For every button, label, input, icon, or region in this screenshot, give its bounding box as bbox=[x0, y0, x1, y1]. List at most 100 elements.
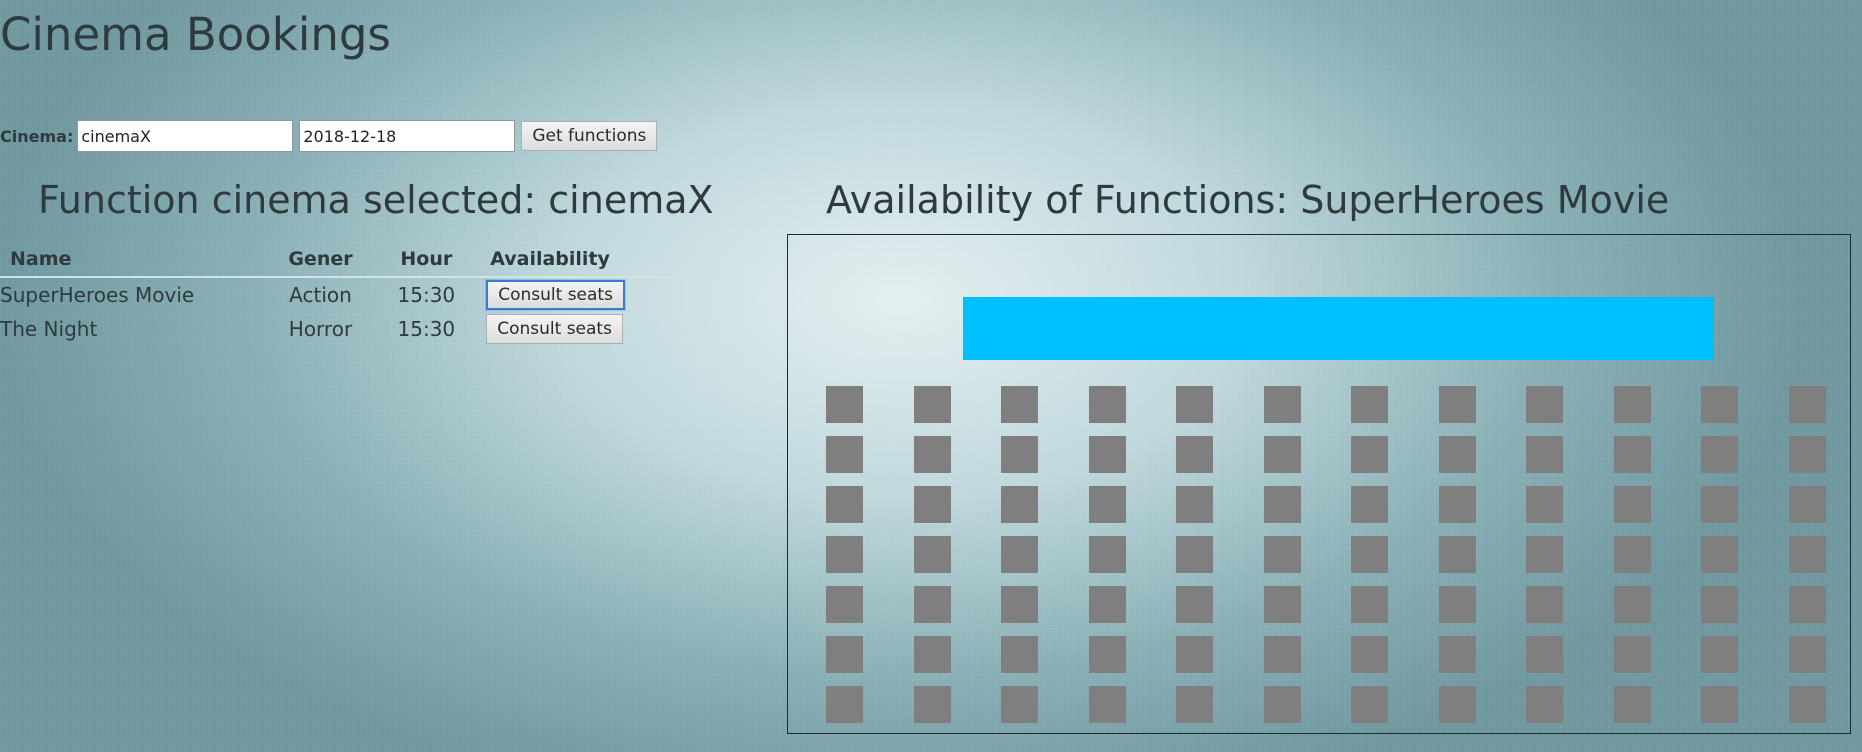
cinema-search-form: Cinema: Get functions bbox=[0, 120, 658, 152]
seat[interactable] bbox=[1001, 436, 1038, 473]
seat[interactable] bbox=[1001, 686, 1038, 723]
seat[interactable] bbox=[826, 536, 863, 573]
seat[interactable] bbox=[1613, 386, 1651, 423]
seat[interactable] bbox=[1438, 686, 1476, 723]
functions-table: Name Gener Hour Availability SuperHeroes… bbox=[0, 242, 714, 346]
seat[interactable] bbox=[1701, 586, 1738, 623]
seat[interactable] bbox=[913, 436, 951, 473]
seat[interactable] bbox=[1788, 386, 1826, 423]
seat[interactable] bbox=[826, 636, 863, 673]
seat[interactable] bbox=[913, 686, 951, 723]
seat[interactable] bbox=[1176, 536, 1213, 573]
seat[interactable] bbox=[826, 386, 863, 423]
date-input[interactable] bbox=[299, 120, 516, 152]
seat[interactable] bbox=[1351, 386, 1388, 423]
seat[interactable] bbox=[1263, 586, 1301, 623]
seat[interactable] bbox=[826, 436, 863, 473]
function-gener: Horror bbox=[288, 317, 353, 341]
seat[interactable] bbox=[1263, 486, 1301, 523]
seat[interactable] bbox=[913, 486, 951, 523]
consult-seats-button[interactable]: Consult seats bbox=[486, 314, 623, 344]
seat[interactable] bbox=[1788, 686, 1826, 723]
seat[interactable] bbox=[1088, 436, 1126, 473]
seat[interactable] bbox=[1088, 636, 1126, 673]
seat[interactable] bbox=[913, 536, 951, 573]
cinema-input[interactable] bbox=[77, 120, 294, 152]
seat[interactable] bbox=[1176, 436, 1213, 473]
seat[interactable] bbox=[1526, 686, 1563, 723]
seat[interactable] bbox=[913, 386, 951, 423]
seat[interactable] bbox=[1701, 636, 1738, 673]
seat-map bbox=[787, 234, 1851, 734]
seat[interactable] bbox=[1176, 486, 1213, 523]
seat[interactable] bbox=[1263, 536, 1301, 573]
seat[interactable] bbox=[1701, 486, 1738, 523]
seat[interactable] bbox=[1176, 686, 1213, 723]
seat[interactable] bbox=[1088, 536, 1126, 573]
seat-grid bbox=[826, 386, 1826, 723]
seat[interactable] bbox=[826, 686, 863, 723]
seat[interactable] bbox=[1438, 436, 1476, 473]
seat[interactable] bbox=[1701, 386, 1738, 423]
seat[interactable] bbox=[1351, 636, 1388, 673]
seat[interactable] bbox=[1263, 636, 1301, 673]
seat[interactable] bbox=[1263, 386, 1301, 423]
seat[interactable] bbox=[1351, 436, 1388, 473]
seat[interactable] bbox=[1001, 486, 1038, 523]
seat[interactable] bbox=[1788, 436, 1826, 473]
seat[interactable] bbox=[1176, 586, 1213, 623]
seat[interactable] bbox=[1088, 686, 1126, 723]
seat[interactable] bbox=[913, 586, 951, 623]
seat[interactable] bbox=[1526, 486, 1563, 523]
seat[interactable] bbox=[1613, 436, 1651, 473]
seat[interactable] bbox=[1613, 536, 1651, 573]
seat[interactable] bbox=[1613, 686, 1651, 723]
consult-seats-button[interactable]: Consult seats bbox=[486, 280, 625, 310]
seat[interactable] bbox=[1701, 686, 1738, 723]
seat[interactable] bbox=[1088, 486, 1126, 523]
seat[interactable] bbox=[1438, 386, 1476, 423]
seat[interactable] bbox=[1613, 486, 1651, 523]
seat[interactable] bbox=[913, 636, 951, 673]
seat[interactable] bbox=[1788, 636, 1826, 673]
seat[interactable] bbox=[1788, 586, 1826, 623]
seat[interactable] bbox=[1788, 536, 1826, 573]
table-header-row: Name Gener Hour Availability bbox=[0, 242, 714, 278]
function-name: The Night bbox=[0, 317, 98, 341]
seat[interactable] bbox=[1788, 486, 1826, 523]
seat[interactable] bbox=[1438, 636, 1476, 673]
seat[interactable] bbox=[1001, 586, 1038, 623]
seat[interactable] bbox=[1263, 436, 1301, 473]
seat[interactable] bbox=[1613, 636, 1651, 673]
seat[interactable] bbox=[1351, 536, 1388, 573]
seat[interactable] bbox=[1438, 586, 1476, 623]
seat[interactable] bbox=[1001, 536, 1038, 573]
seat[interactable] bbox=[1526, 536, 1563, 573]
seat[interactable] bbox=[1176, 636, 1213, 673]
get-functions-button[interactable]: Get functions bbox=[521, 121, 658, 151]
seat[interactable] bbox=[1526, 586, 1563, 623]
seat[interactable] bbox=[1438, 536, 1476, 573]
seat[interactable] bbox=[1088, 386, 1126, 423]
seat[interactable] bbox=[1438, 486, 1476, 523]
seat[interactable] bbox=[1701, 436, 1738, 473]
seat[interactable] bbox=[1526, 436, 1563, 473]
seat[interactable] bbox=[1526, 386, 1563, 423]
seat[interactable] bbox=[1351, 686, 1388, 723]
page-title: Cinema Bookings bbox=[0, 8, 391, 61]
seat[interactable] bbox=[1263, 686, 1301, 723]
seat[interactable] bbox=[1526, 636, 1563, 673]
seat[interactable] bbox=[1351, 486, 1388, 523]
seat[interactable] bbox=[1001, 386, 1038, 423]
column-header-hour: Hour bbox=[374, 242, 479, 278]
seat[interactable] bbox=[826, 486, 863, 523]
seat[interactable] bbox=[1088, 586, 1126, 623]
seat[interactable] bbox=[1351, 586, 1388, 623]
function-name: SuperHeroes Movie bbox=[0, 283, 195, 307]
seat[interactable] bbox=[1701, 536, 1738, 573]
seat[interactable] bbox=[1176, 386, 1213, 423]
seat[interactable] bbox=[1613, 586, 1651, 623]
functions-heading: Function cinema selected: cinemaX bbox=[38, 178, 714, 222]
seat[interactable] bbox=[1001, 636, 1038, 673]
seat[interactable] bbox=[826, 586, 863, 623]
